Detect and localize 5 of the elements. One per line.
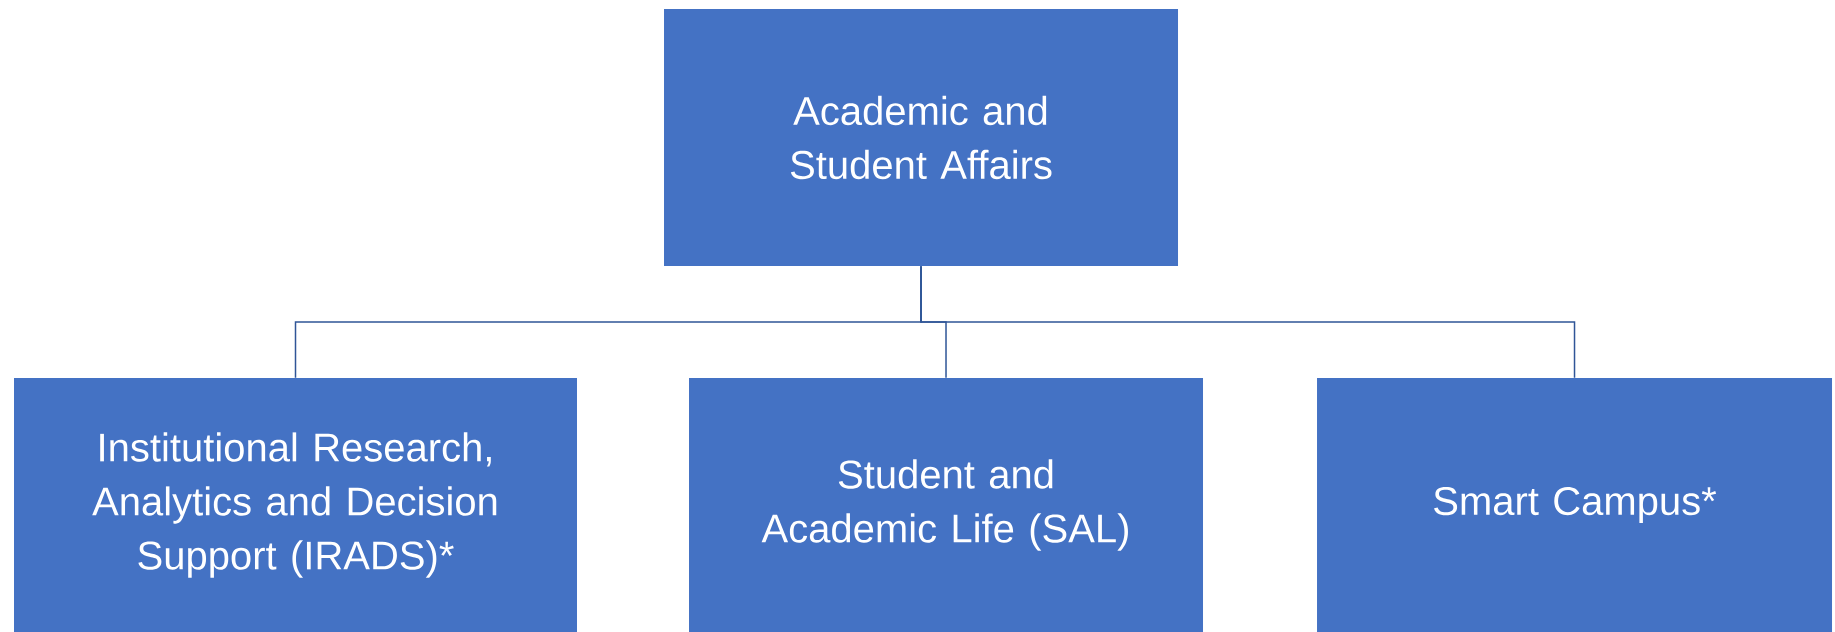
org-box: Institutional Research, Analytics and Decision Support (IRADS)* [14,378,577,632]
org-box: Student and Academic Life (SAL) [689,378,1203,632]
org-box: Smart Campus* [1317,378,1832,632]
connector-line [920,265,1576,379]
org-box: Academic and Student Affairs [664,9,1178,266]
